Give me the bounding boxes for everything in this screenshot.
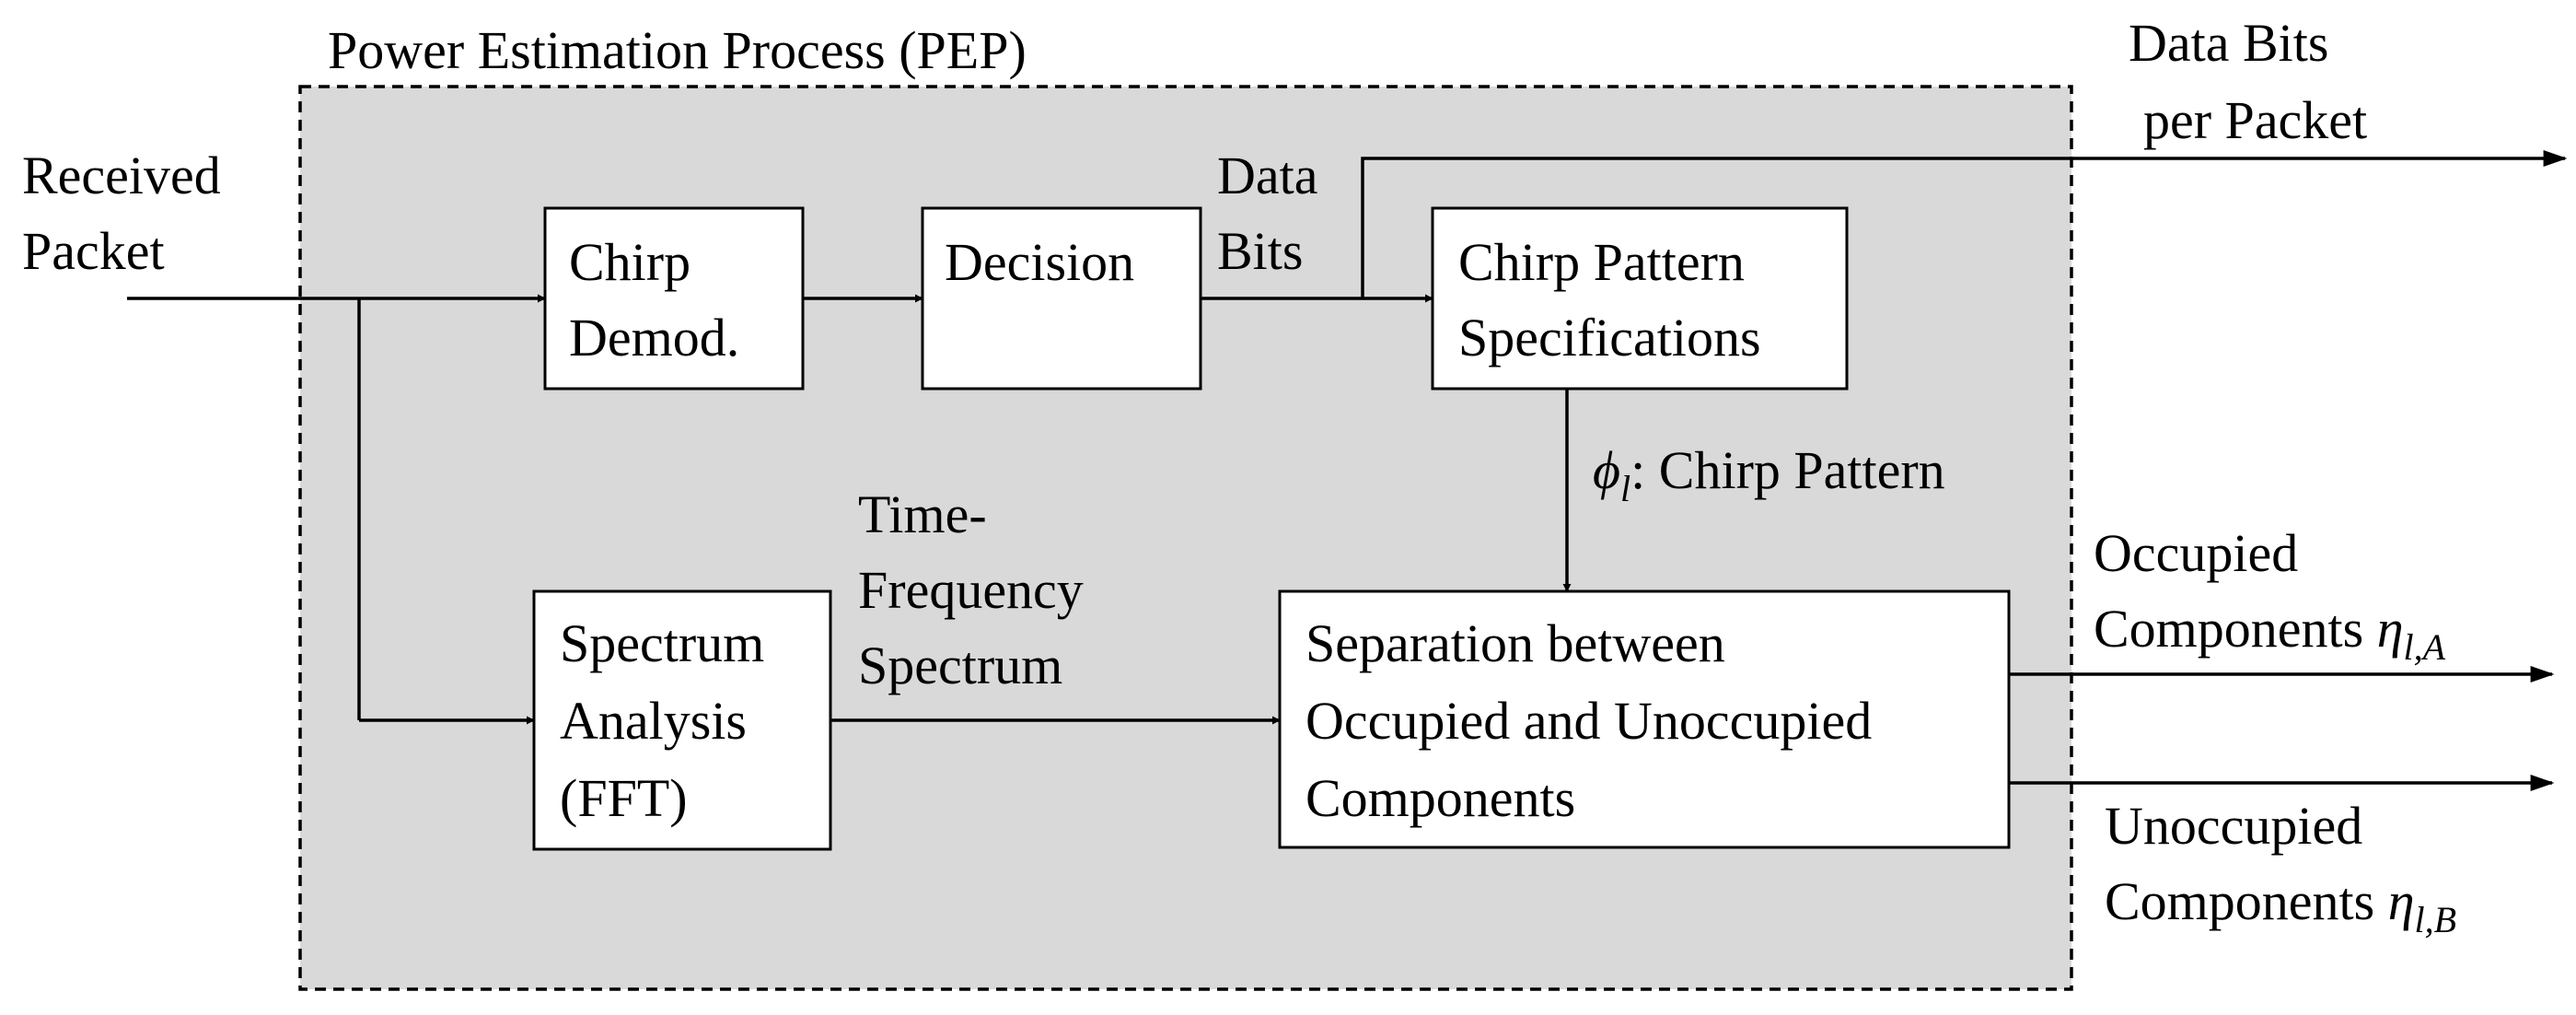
unoccupied-components-text: Components bbox=[2105, 871, 2388, 931]
chirp-pattern-text: : Chirp Pattern bbox=[1630, 440, 1945, 500]
data-bits-label-line1: Data bbox=[1217, 146, 1318, 205]
chirp-pattern-spec-line2: Specifications bbox=[1458, 308, 1761, 368]
input-label-line1: Received bbox=[22, 146, 221, 205]
phi-symbol: ϕ bbox=[1593, 440, 1620, 500]
spectrum-analysis-line2: Analysis bbox=[560, 691, 747, 751]
chirp-demod-line1: Chirp bbox=[569, 232, 690, 292]
eta-b-subscript: l,B bbox=[2415, 899, 2457, 940]
spectrum-analysis-line3: (FFT) bbox=[560, 768, 688, 828]
pep-title: Power Estimation Process (PEP) bbox=[328, 20, 1027, 80]
eta-b-symbol: η bbox=[2388, 871, 2415, 931]
data-bits-per-packet-line1: Data Bits bbox=[2129, 13, 2328, 73]
occupied-components-text: Components bbox=[2094, 599, 2377, 659]
tf-spectrum-line1: Time- bbox=[858, 484, 987, 544]
unoccupied-label-line2: Components ηl,B bbox=[2105, 871, 2456, 940]
chirp-pattern-label: ϕl: Chirp Pattern bbox=[1593, 440, 1945, 509]
input-label-line2: Packet bbox=[22, 221, 165, 281]
data-bits-per-packet-line2: per Packet bbox=[2143, 90, 2367, 150]
tf-spectrum-line3: Spectrum bbox=[858, 636, 1062, 695]
occupied-label-line2: Components ηl,A bbox=[2094, 599, 2446, 668]
chirp-pattern-spec-block bbox=[1431, 206, 1849, 391]
eta-a-subscript: l,A bbox=[2404, 626, 2446, 668]
separation-line1: Separation between bbox=[1305, 613, 1725, 673]
decision-label: Decision bbox=[945, 232, 1134, 292]
phi-subscript: l bbox=[1620, 468, 1630, 509]
separation-line2: Occupied and Unoccupied bbox=[1305, 691, 1872, 751]
chirp-pattern-spec-line1: Chirp Pattern bbox=[1458, 232, 1745, 292]
spectrum-analysis-block bbox=[532, 589, 832, 851]
chirp-demod-block bbox=[543, 206, 805, 391]
tf-spectrum-line2: Frequency bbox=[858, 560, 1084, 620]
data-bits-label-line2: Bits bbox=[1217, 221, 1304, 281]
unoccupied-label-line1: Unoccupied bbox=[2105, 796, 2362, 856]
occupied-label-line1: Occupied bbox=[2094, 523, 2298, 583]
separation-line3: Components bbox=[1305, 768, 1575, 828]
eta-a-symbol: η bbox=[2377, 599, 2404, 659]
spectrum-analysis-line1: Spectrum bbox=[560, 613, 764, 673]
chirp-demod-line2: Demod. bbox=[569, 308, 739, 368]
data-bits-output-arrow bbox=[1361, 150, 2568, 298]
separation-block bbox=[1278, 589, 2011, 849]
